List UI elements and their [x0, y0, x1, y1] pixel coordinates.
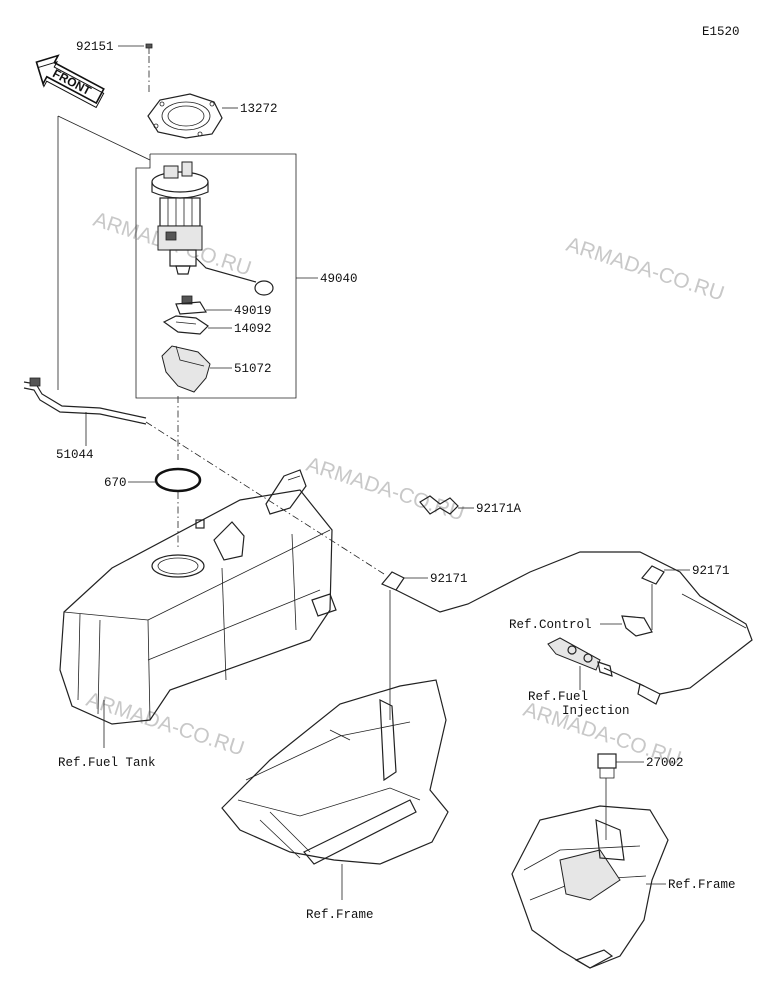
fuel-line: [395, 551, 753, 695]
label-ref-frame-2: Ref.Frame: [668, 878, 736, 892]
label-92171-a: 92171: [430, 572, 468, 586]
label-92171a: 92171A: [476, 502, 522, 516]
label-14092: 14092: [234, 322, 272, 336]
fuel-pump: [151, 161, 274, 296]
watermark-4: ARMADA-CO.RU: [83, 688, 247, 761]
frame-center: [221, 679, 449, 900]
watermark-3: ARMADA-CO.RU: [303, 453, 467, 526]
clip-92171a: [419, 495, 474, 515]
label-ref-frame-1: Ref.Frame: [306, 908, 374, 922]
screw-92151: [118, 43, 153, 92]
frame-right: [511, 805, 669, 969]
ref-control-bracket: [600, 615, 653, 637]
o-ring-670: [128, 467, 202, 548]
label-ref-fuel-tank: Ref.Fuel Tank: [58, 756, 156, 770]
label-51044: 51044: [56, 448, 94, 462]
diagram-code: E1520: [702, 25, 740, 39]
clip-92171-left: [381, 571, 428, 720]
clip-92171-right: [641, 565, 690, 630]
fuel-tank: [59, 469, 337, 748]
label-92151: 92151: [76, 40, 114, 54]
label-injection: Injection: [562, 704, 630, 718]
filter-49019: [175, 295, 232, 315]
plate-13272: [147, 93, 238, 139]
label-670: 670: [104, 476, 127, 490]
connector-27002: [597, 753, 644, 840]
cover-51072: [161, 345, 232, 393]
watermark-2: ARMADA-CO.RU: [563, 233, 727, 306]
hose-51044: [23, 377, 385, 575]
assembly-box-49040: [57, 115, 318, 399]
label-49040: 49040: [320, 272, 358, 286]
label-ref-control: Ref.Control: [509, 618, 592, 632]
label-13272: 13272: [240, 102, 278, 116]
front-arrow-icon: FRONT: [35, 54, 105, 109]
label-49019: 49019: [234, 304, 272, 318]
fuel-injection-rail: [547, 637, 661, 705]
label-27002: 27002: [646, 756, 684, 770]
label-ref-fuel: Ref.Fuel: [528, 690, 588, 704]
label-92171-b: 92171: [692, 564, 730, 578]
part-14092: [162, 315, 232, 335]
label-51072: 51072: [234, 362, 272, 376]
